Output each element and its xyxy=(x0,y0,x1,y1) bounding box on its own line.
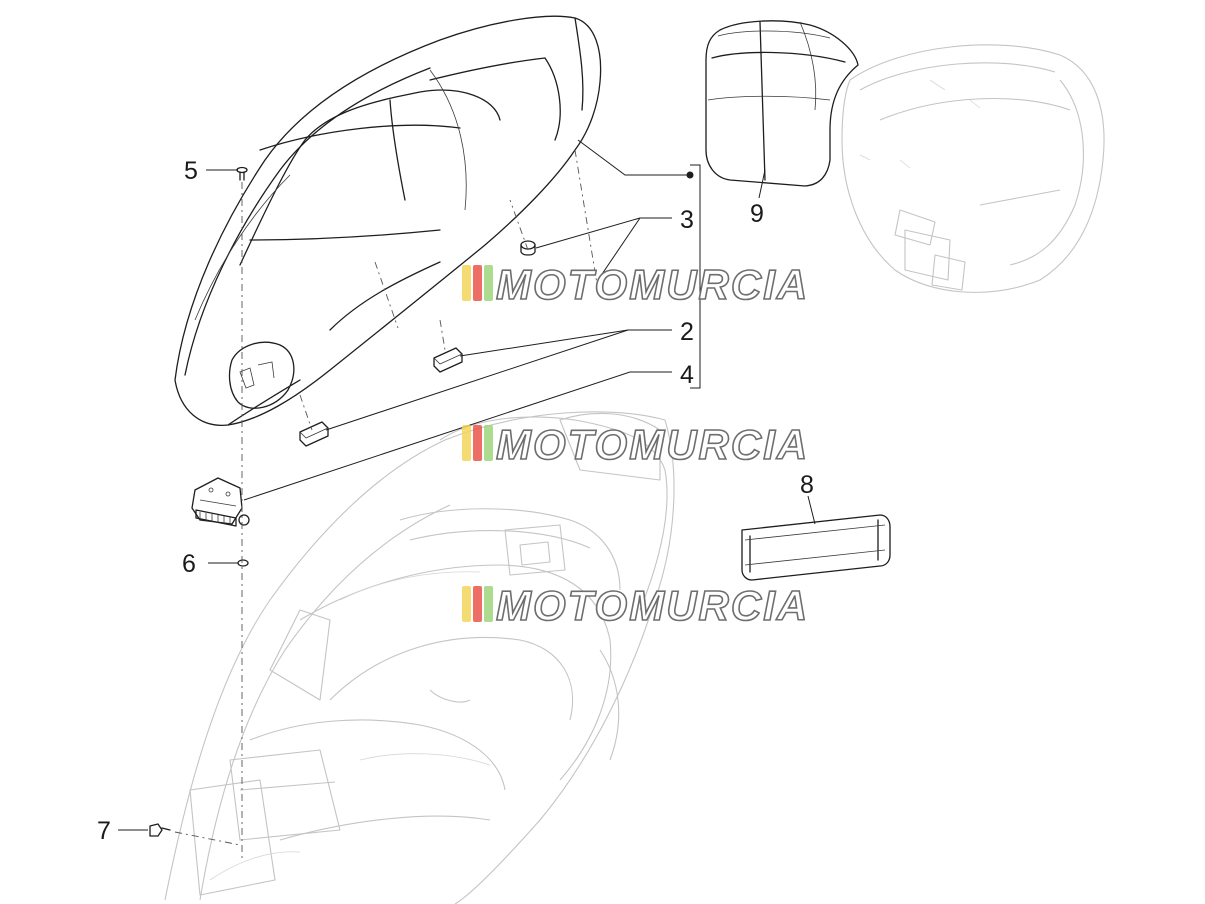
watermark-stripe-green xyxy=(484,265,493,301)
watermark-stripe-yellow xyxy=(462,265,471,301)
callout-3: 3 xyxy=(680,206,694,234)
scooter-body-ghost xyxy=(164,411,675,904)
leader-lines xyxy=(118,139,816,831)
tool-bag-8 xyxy=(741,514,891,581)
bolt-7 xyxy=(149,823,171,837)
assembly-lines xyxy=(174,149,599,860)
callout-9: 9 xyxy=(750,200,764,228)
seat-pad-2-upper xyxy=(433,347,463,373)
watermark-stripe-red xyxy=(473,425,482,461)
callout-8: 8 xyxy=(800,471,814,499)
watermark-stripe-red xyxy=(473,586,482,622)
callout-7: 7 xyxy=(97,817,111,845)
screw-5 xyxy=(236,166,248,181)
backrest-9 xyxy=(705,20,859,187)
watermark-stripe-green xyxy=(484,586,493,622)
washer-6 xyxy=(237,559,249,567)
callout-labels: 5 3 2 4 9 8 6 7 xyxy=(97,157,814,845)
seat-pad-2-lower xyxy=(299,421,329,447)
seat xyxy=(174,15,602,426)
watermark-1: MOTOMURCIA xyxy=(462,260,809,309)
callout-2: 2 xyxy=(680,318,694,346)
watermark-3: MOTOMURCIA xyxy=(462,581,809,630)
watermark-2: MOTOMURCIA xyxy=(462,420,809,469)
callout-5: 5 xyxy=(184,157,198,185)
watermark-text: MOTOMURCIA xyxy=(496,261,809,308)
top-case-ghost xyxy=(841,44,1105,293)
rubber-bumper-3 xyxy=(520,240,536,256)
watermark-stripe-yellow xyxy=(462,586,471,622)
callout-4: 4 xyxy=(680,361,694,389)
watermark-stripe-green xyxy=(484,425,493,461)
callout-6: 6 xyxy=(182,550,196,578)
watermark-stripe-red xyxy=(473,265,482,301)
watermark-text: MOTOMURCIA xyxy=(496,421,809,468)
watermark-text: MOTOMURCIA xyxy=(496,582,809,629)
watermark-stripe-yellow xyxy=(462,425,471,461)
seat-hinge-4 xyxy=(191,477,250,527)
